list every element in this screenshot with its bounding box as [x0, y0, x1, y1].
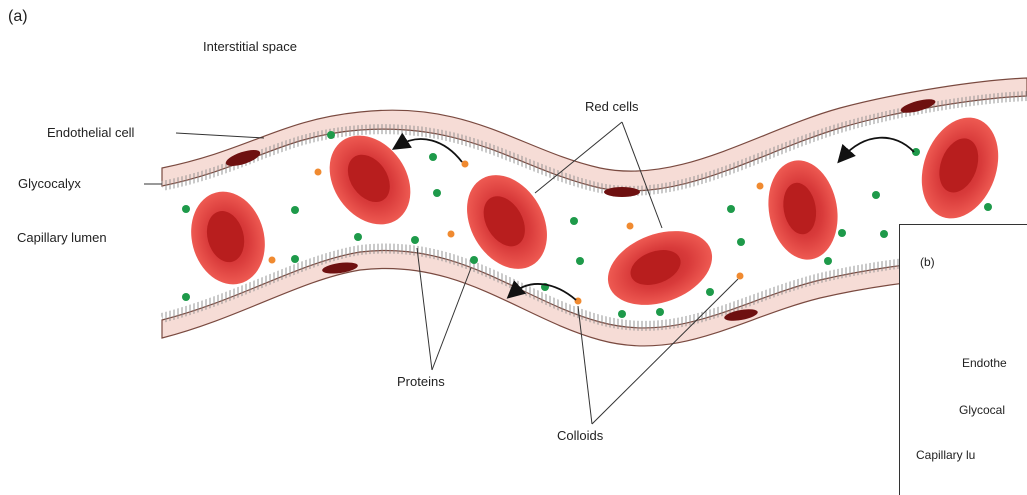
protein-dot: [182, 205, 190, 213]
proteins-leader-right: [432, 268, 471, 370]
panel-b-inset: (b) Endothe Glycocal Capillary lu: [899, 224, 1027, 495]
protein-dot: [570, 217, 578, 225]
endothelial-nucleus: [604, 187, 640, 197]
panel-b-endothelial-label: Endothe: [962, 356, 1007, 370]
endothelial-cell-label: Endothelial cell: [47, 125, 134, 140]
panel-a-letter: (a): [8, 8, 28, 26]
protein-dot: [433, 189, 441, 197]
protein-dot: [706, 288, 714, 296]
protein-dot: [872, 191, 880, 199]
protein-dot: [838, 229, 846, 237]
protein-dot: [656, 308, 664, 316]
protein-dots: [182, 131, 992, 318]
protein-dot: [291, 255, 299, 263]
colloid-dot: [315, 169, 322, 176]
panel-b-letter: (b): [920, 255, 935, 269]
protein-dot: [411, 236, 419, 244]
protein-dot: [327, 131, 335, 139]
capillary-lumen-label: Capillary lumen: [17, 230, 107, 245]
interstitial-space-label: Interstitial space: [203, 39, 297, 54]
upper-endothelial-wall: [162, 78, 1027, 191]
movement-arrow: [842, 138, 914, 158]
panel-b-capillary-lumen-label: Capillary lu: [916, 448, 975, 462]
red-cells-label: Red cells: [585, 99, 638, 114]
protein-dot: [470, 256, 478, 264]
red-cell: [181, 183, 275, 292]
protein-dot: [429, 153, 437, 161]
colloid-dot: [627, 223, 634, 230]
protein-dot: [984, 203, 992, 211]
red-cell: [598, 218, 723, 319]
panel-b-glycocalyx-label: Glycocal: [959, 403, 1005, 417]
protein-dot: [618, 310, 626, 318]
protein-dot: [576, 257, 584, 265]
protein-dot: [727, 205, 735, 213]
protein-dot: [291, 206, 299, 214]
colloid-dot: [269, 257, 276, 264]
colloid-dot: [448, 231, 455, 238]
endothelial-leader: [176, 133, 264, 138]
glycocalyx-label: Glycocalyx: [18, 176, 81, 191]
colloids-label: Colloids: [557, 428, 603, 443]
red-cell: [908, 107, 1011, 229]
protein-dot: [824, 257, 832, 265]
protein-dot: [737, 238, 745, 246]
colloid-dot: [757, 183, 764, 190]
protein-dot: [354, 233, 362, 241]
proteins-label: Proteins: [397, 374, 445, 389]
red-cell: [761, 155, 845, 265]
colloid-dot: [737, 273, 744, 280]
protein-dot: [880, 230, 888, 238]
capillary-diagram: [0, 0, 1027, 482]
protein-dot: [182, 293, 190, 301]
